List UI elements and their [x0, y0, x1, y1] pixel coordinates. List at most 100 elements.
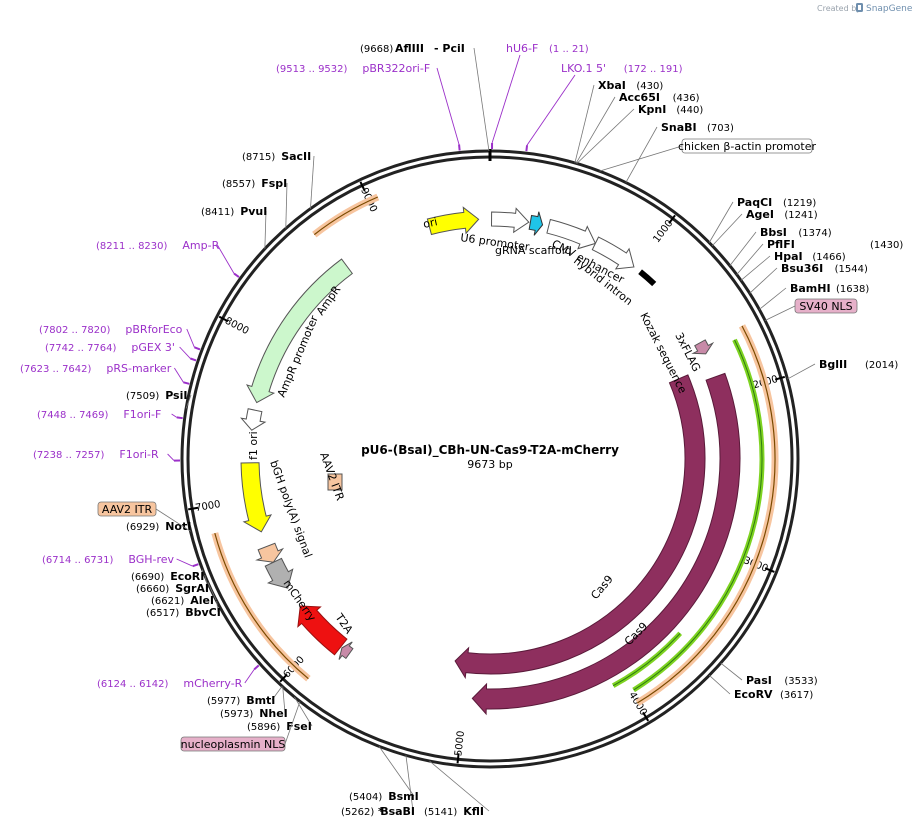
primer-connector — [526, 74, 576, 146]
tick-label: 5000 — [453, 730, 467, 756]
site-connector — [711, 213, 743, 247]
restriction-sites: (9668)AflIIIXbaI(430)Acc65I(436)KpnI(440… — [126, 42, 903, 818]
site-connector — [202, 569, 204, 577]
site-name: PvuI — [240, 205, 267, 218]
primer-name: Amp-R — [182, 239, 219, 252]
tick-mark — [456, 753, 460, 764]
plasmid-length: 9673 bp — [467, 458, 512, 471]
t2a-block — [338, 641, 354, 660]
primer-range: (7448 .. 7469) — [37, 410, 109, 421]
snapgene-brand-label: SnapGene — [866, 4, 913, 14]
primer-range: (8211 .. 8230) — [96, 241, 168, 252]
primer-name: pBRforEco — [125, 323, 182, 336]
feature-label-text: SV40 NLS — [799, 300, 852, 313]
tick-mark — [642, 711, 650, 722]
aav2-itr-block — [255, 542, 285, 563]
plasmid-name: pU6-(BsaI)_CBh-UN-Cas9-T2A-mCherry — [361, 443, 619, 458]
feature-label-box — [97, 501, 157, 517]
tick-mark — [359, 181, 366, 192]
site-position: (1374) — [798, 228, 831, 239]
ori-label: ori — [422, 215, 439, 231]
primer-range: (7238 .. 7257) — [33, 450, 105, 461]
site-position: (5404) — [349, 792, 382, 803]
site-connector — [729, 231, 757, 266]
site-name: SnaBI — [661, 121, 697, 134]
cas9-partial-band-line — [612, 632, 681, 687]
feature-label-text: AAV2 ITR — [102, 503, 153, 516]
site-connector — [759, 287, 787, 310]
site-position: (5896) — [247, 722, 280, 733]
site-name: NheI — [259, 707, 288, 720]
site-name: EcoRI — [170, 570, 204, 583]
site-connector — [405, 755, 414, 812]
site-connector — [625, 126, 658, 183]
cas9-arrow-inner — [471, 372, 741, 716]
primer-mark — [525, 145, 529, 152]
site-name: BamHI — [790, 282, 831, 295]
site-position: (440) — [676, 105, 703, 116]
tick-mark — [218, 315, 229, 323]
box-connector — [599, 145, 683, 172]
site-name: Bsu36I — [781, 262, 823, 275]
feature-label-box — [794, 298, 858, 314]
primer-name: BGH-rev — [128, 553, 174, 566]
site-name: KflI — [463, 805, 484, 818]
site-connector — [216, 600, 219, 613]
site-position: (703) — [707, 123, 734, 134]
cas9-orf-band-outer-line — [636, 325, 776, 704]
site-connector — [473, 47, 490, 152]
primer-range: (6124 .. 6142) — [97, 679, 169, 690]
site-position: (2014) — [865, 360, 898, 371]
site-name: BsaBI — [380, 805, 415, 818]
primer-name: F1ori-R — [119, 448, 159, 461]
box-connector — [155, 508, 191, 532]
site-position: (8715) — [242, 152, 275, 163]
site-connector — [185, 394, 192, 409]
primer-connector — [179, 346, 191, 359]
cas9-translation-band-line — [633, 339, 763, 691]
site-connector — [207, 582, 217, 601]
mcherry-orf-band-line — [214, 532, 309, 680]
site-name: PasI — [746, 674, 772, 687]
tick-mark — [668, 214, 676, 224]
site-name: SacII — [281, 150, 311, 163]
tick-mark — [188, 506, 199, 511]
site-name-pcii: - PciI — [434, 42, 465, 55]
site-connector — [708, 675, 731, 695]
site-position: (5262) — [341, 807, 374, 818]
site-connector — [378, 746, 415, 797]
ampr-arrow — [245, 258, 354, 404]
cmv-enhancer-arrow — [546, 218, 597, 250]
site-name: Acc65I — [619, 91, 660, 104]
site-connector — [787, 363, 816, 380]
primer-range: (1 .. 21) — [549, 44, 589, 55]
grna-scaffold-label: gRNA scaffold — [495, 244, 572, 257]
ampr-orf-band-line — [313, 196, 379, 236]
primer-name: hU6-F — [506, 42, 538, 55]
site-name: AleI — [190, 594, 214, 607]
site-name: PflFI — [767, 238, 795, 251]
primer-name: pRS-marker — [106, 362, 171, 375]
site-connector — [429, 760, 490, 812]
site-position: (6621) — [151, 596, 184, 607]
primer-range: (6714 .. 6731) — [42, 555, 114, 566]
snapgene-logo-icon — [856, 3, 863, 12]
site-connector — [188, 523, 192, 527]
primer-connector — [244, 669, 255, 684]
site-connector — [282, 686, 286, 714]
primer-name: LKO.1 5' — [561, 62, 606, 75]
site-position: (1638) — [836, 284, 869, 295]
site-name: BbvCI — [185, 606, 221, 619]
site-connector — [576, 108, 635, 164]
primer-name: mCherry-R — [183, 677, 242, 690]
primer-connector — [174, 367, 184, 383]
primer-name: pBR322ori-F — [362, 62, 430, 75]
primer-mark — [183, 381, 190, 385]
flag-arrow — [691, 339, 715, 355]
site-connector — [204, 574, 209, 589]
primer-connector — [171, 413, 177, 418]
u6-promoter-arrow — [491, 207, 530, 234]
site-position: (1241) — [784, 210, 817, 221]
site-connector — [720, 662, 743, 681]
site-name: PsiI — [165, 389, 187, 402]
